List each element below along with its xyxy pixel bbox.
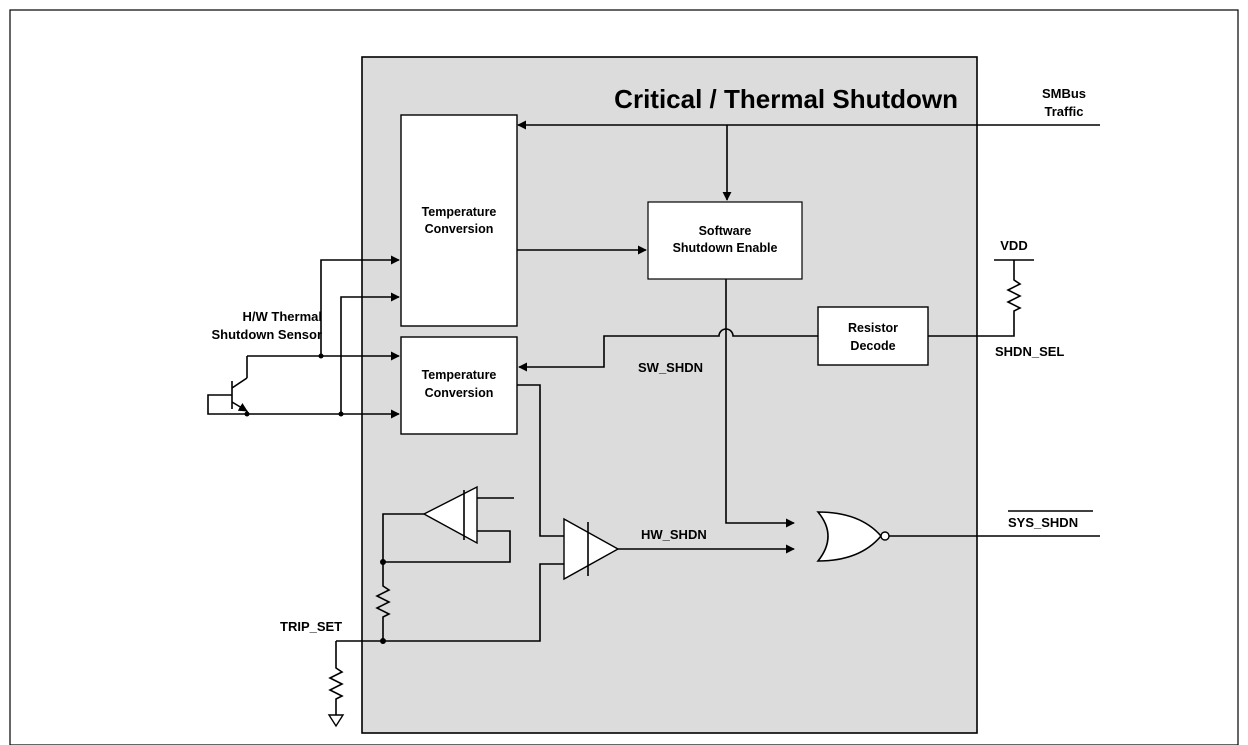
vdd-pullup-resistor (928, 260, 1022, 337)
trip-set-to-comparator-wire (336, 563, 564, 642)
shdn-sel-label: SHDN_SEL (995, 344, 1064, 359)
hw-shdn-label: HW_SHDN (641, 527, 707, 542)
sensor-to-top-conv-wire-2 (340, 292, 400, 414)
smbus-label-line2: Traffic (1044, 104, 1083, 119)
amp-input-wire (382, 513, 424, 562)
software-shutdown-line2: Shutdown Enable (673, 241, 778, 255)
sensor-label-line1: H/W Thermal (243, 309, 322, 324)
resistor-decode-line2: Decode (850, 339, 895, 353)
sensor-label-line2: Shutdown Sensor (212, 327, 323, 342)
temperature-conversion-top-line2: Conversion (425, 222, 494, 236)
vdd-label: VDD (1000, 238, 1027, 253)
temperature-conversion-block-top (400, 114, 518, 327)
temperature-conversion-block-bottom (400, 336, 518, 435)
software-shutdown-line1: Software (699, 224, 752, 238)
trip-set-label: TRIP_SET (280, 619, 342, 634)
diagram-title: Critical / Thermal Shutdown (614, 84, 958, 114)
junction-dot (318, 353, 324, 359)
sensor-to-top-conv-wire-1 (320, 255, 400, 356)
sys-shdn-label: SYS_SHDN (1008, 515, 1078, 530)
temperature-conversion-bottom-line1: Temperature (422, 368, 497, 382)
sw-shdn-label: SW_SHDN (638, 360, 703, 375)
junction-dot (244, 411, 250, 417)
reference-amplifier-icon (383, 485, 514, 563)
tempconv-to-comparator-wire (517, 384, 564, 537)
ground-icon (327, 714, 345, 728)
junction-dot (338, 411, 344, 417)
sw-shdn-wire (725, 279, 795, 528)
resistor-decode-output-wire (518, 328, 818, 372)
trip-set-resistor (375, 562, 391, 641)
resistor-decode-line1: Resistor (848, 321, 898, 335)
nor-inverter-bubble-icon (880, 531, 890, 541)
temperature-conversion-bottom-line2: Conversion (425, 386, 494, 400)
resistor-decode-block (817, 306, 929, 366)
nor-gate-icon (816, 511, 883, 562)
temperature-conversion-top-line1: Temperature (422, 205, 497, 219)
hw-comparator-icon (563, 517, 620, 581)
ground-resistor (328, 641, 344, 715)
software-shutdown-enable-block (647, 201, 803, 280)
smbus-label-line1: SMBus (1042, 86, 1086, 101)
